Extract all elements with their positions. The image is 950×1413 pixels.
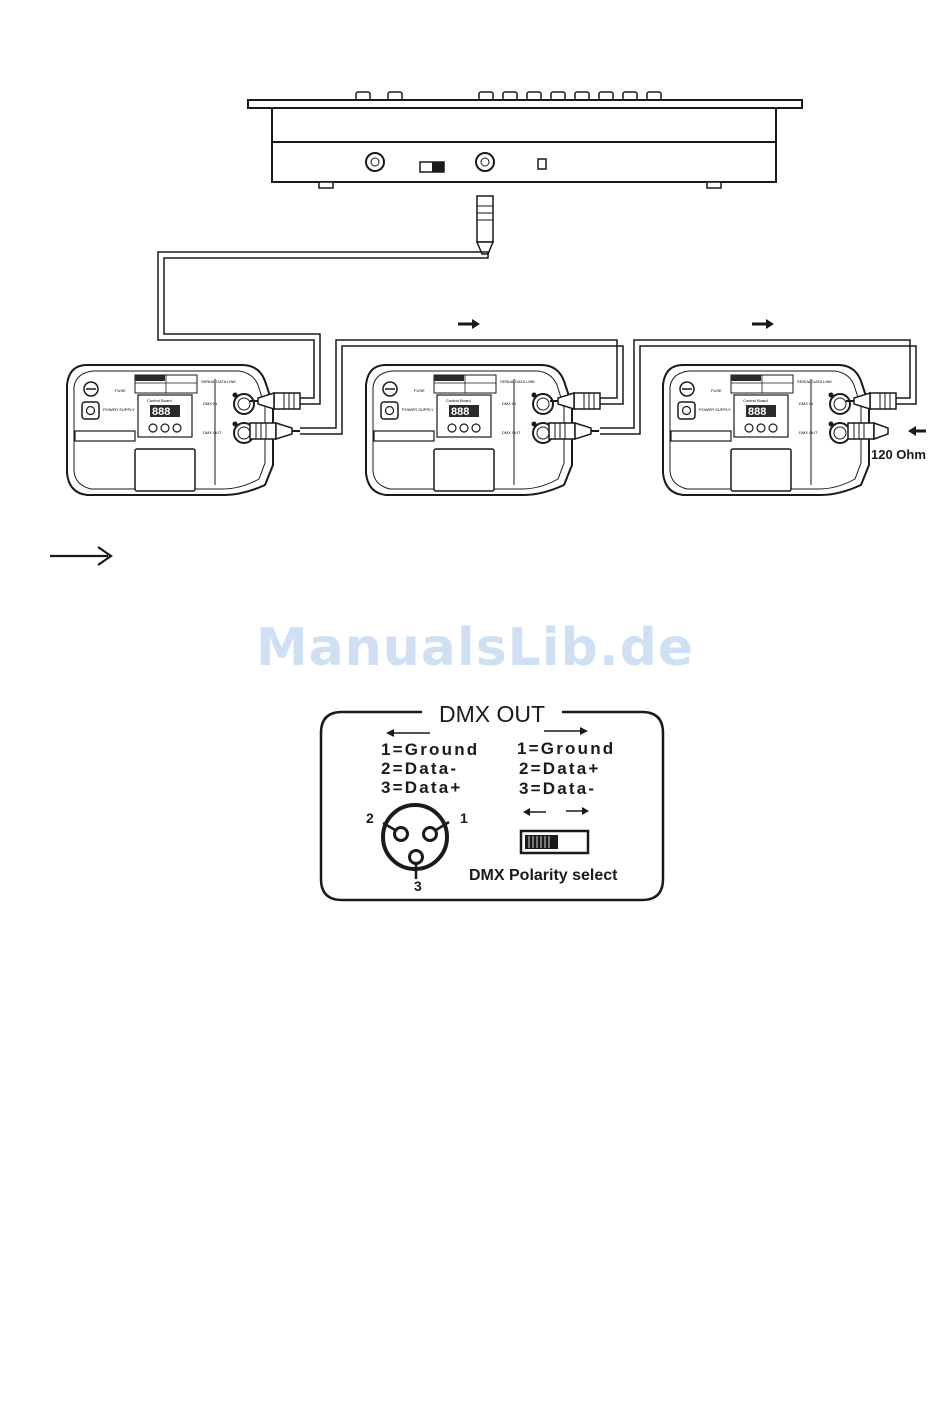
dmx-out-label: DMX OUT [799,430,818,435]
termination-arrow-icon [908,426,926,436]
left-pin-2: 2=Data- [381,759,458,778]
polarity-switch-label: DMX Polarity select [469,867,618,884]
controller-power-jack-icon [537,158,547,170]
dmx-out-label: DMX OUT [502,430,521,435]
left-pin-3: 3=Data+ [381,778,463,797]
left-polarity-arrow-icon [386,729,430,737]
connector-pin-1-label: 1 [460,810,468,826]
link-label: SERIAL DATA LINK [201,379,236,384]
panel-label: Control Board [743,398,768,403]
dmx-in-label: DMX IN [203,401,217,406]
signal-direction-arrow-icon [458,319,480,329]
switch-left-arrow-icon [523,808,546,816]
power-label: POWER SUPPLY [699,407,731,412]
connector-pin-2-label: 2 [366,810,374,826]
dmx-out-title: DMX OUT [439,701,545,727]
fixture-display: 888 [152,406,170,418]
dmx-controller [247,91,803,189]
dmx-out-label: DMX OUT [203,430,222,435]
xlr-connector-icon [381,803,450,879]
right-polarity-arrow-icon [544,727,588,735]
xlr-terminator-plug-icon [847,421,889,441]
xlr-plug-icon [249,422,301,440]
connector-pin-3-label: 3 [414,878,422,894]
fixture-2: FUSE POWER SUPPLY Control Board 888 SERI… [365,364,573,496]
fixture-1: FUSE POWER SUPPLY Control Board 888 SERI… [66,364,274,496]
fuse-label: FUSE [414,388,425,393]
signal-direction-arrow-icon [752,319,774,329]
controller-dmx-socket-icon [365,152,385,172]
link-label: SERIAL DATA LINK [797,379,832,384]
left-pin-1: 1=Ground [381,740,479,759]
watermark: ManualsLib.de [255,618,695,678]
right-pin-1: 1=Ground [517,739,615,758]
switch-right-arrow-icon [566,807,589,815]
right-pin-3: 3=Data- [519,779,596,798]
controller-top-buttons [355,91,662,102]
long-arrow-icon [50,546,113,566]
dmx-cables [157,251,917,435]
xlr-plug-icon [548,422,600,440]
fixture-display: 888 [748,406,766,418]
power-label: POWER SUPPLY [402,407,434,412]
dmx-in-label: DMX IN [502,401,516,406]
dmx-in-label: DMX IN [799,401,813,406]
panel-label: Control Board [147,398,172,403]
controller-dmx-out-socket-icon [475,152,495,172]
fuse-label: FUSE [115,388,126,393]
right-pin-2: 2=Data+ [519,759,601,778]
power-label: POWER SUPPLY [103,407,135,412]
fixture-display: 888 [451,406,469,418]
link-label: SERIAL DATA LINK [500,379,535,384]
polarity-switch [519,829,590,855]
fixture-3: FUSE POWER SUPPLY Control Board 888 SERI… [662,364,870,496]
dmx-out-box: DMX OUT 1=Ground 2=Data- 3=Data+ 1=Groun… [319,701,665,902]
fuse-label: FUSE [711,388,722,393]
controller-cable-plug [475,195,495,255]
panel-label: Control Board [446,398,471,403]
termination-label: 120 Ohm [871,447,926,462]
